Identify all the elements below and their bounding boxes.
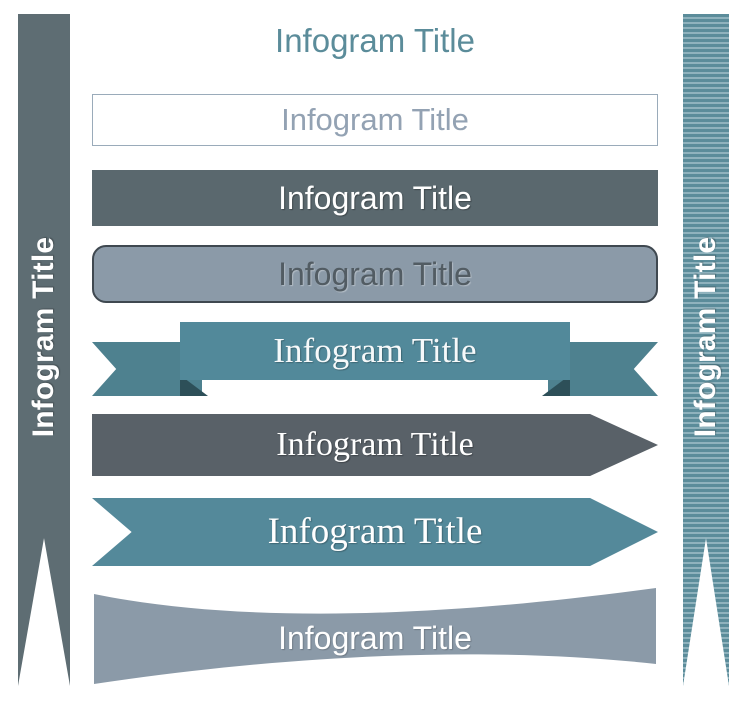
banner-solid-bar-shape <box>92 170 658 226</box>
banner-ribbon-label: Infogram Title <box>273 331 477 370</box>
banner-arrow-shape <box>92 414 658 476</box>
banner-plain-title[interactable]: Infogram Title <box>92 18 658 64</box>
banner-plain-title-label: Infogram Title <box>275 22 475 59</box>
banner-wave-label: Infogram Title <box>278 620 472 656</box>
banner-rounded-bar-shape <box>92 245 658 303</box>
banner-ribbon[interactable]: Infogram Title <box>92 322 658 396</box>
banner-solid-bar[interactable]: Infogram Title <box>92 170 658 226</box>
banner-solid-bar-label: Infogram Title <box>278 180 472 216</box>
banner-chevron-shape <box>92 498 658 566</box>
banner-outlined-box[interactable]: Infogram Title <box>92 94 658 146</box>
right-vertical-ribbon[interactable]: Infogram Title <box>683 14 729 686</box>
banner-rounded-bar[interactable]: Infogram Title <box>92 245 658 303</box>
right-ribbon-label: Infogram Title <box>689 236 722 437</box>
left-vertical-ribbon[interactable]: Infogram Title <box>18 14 70 686</box>
banner-arrow[interactable]: Infogram Title <box>92 414 658 476</box>
banner-stack: Infogram Title Infogram Title Infogram T… <box>92 0 658 707</box>
banner-arrow-label: Infogram Title <box>276 426 474 463</box>
banner-chevron-label: Infogram Title <box>267 511 483 552</box>
banner-outlined-box-shape <box>92 94 658 146</box>
banner-wave[interactable]: Infogram Title <box>92 586 658 686</box>
banner-wave-shape <box>94 588 656 684</box>
banner-chevron[interactable]: Infogram Title <box>92 498 658 566</box>
ribbon-band <box>180 322 570 380</box>
left-ribbon-label: Infogram Title <box>27 236 60 437</box>
banner-outlined-box-label: Infogram Title <box>281 102 469 137</box>
banner-rounded-bar-label: Infogram Title <box>278 256 472 292</box>
